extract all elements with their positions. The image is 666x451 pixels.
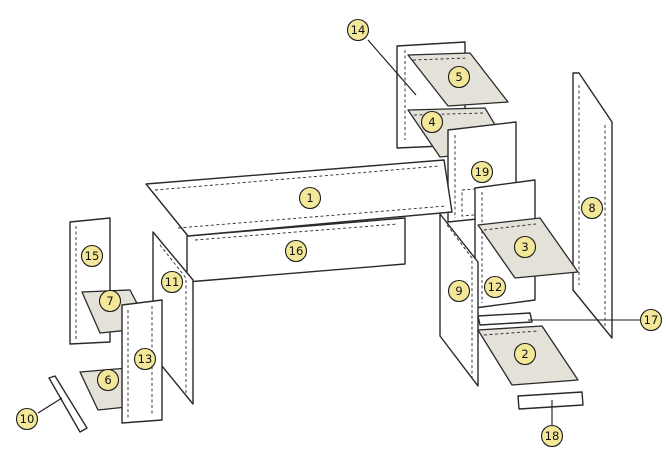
callout-label: 12: [488, 280, 503, 294]
callout-label: 14: [351, 23, 366, 37]
callout-part-8: 8: [580, 196, 604, 220]
callout-label: 2: [521, 347, 528, 361]
callout-part-13: 13: [133, 347, 157, 371]
part-5-dash: [412, 57, 468, 61]
callout-part-2: 2: [513, 342, 537, 366]
callout-part-15: 15: [80, 244, 104, 268]
callout-part-1: 1: [298, 186, 322, 210]
part-17-panel: [477, 312, 533, 326]
callout-part-14: 14: [346, 18, 370, 42]
part-9-dash: [446, 224, 473, 378]
part-1-dash: [177, 205, 447, 229]
callout-part-12: 12: [483, 275, 507, 299]
callout-part-11: 11: [160, 270, 184, 294]
callout-part-4: 4: [420, 110, 444, 134]
callout-part-18: 18: [540, 424, 564, 448]
callout-part-17: 17: [639, 308, 663, 332]
callout-part-10: 10: [15, 407, 39, 431]
callout-label: 19: [475, 165, 490, 179]
callout-label: 7: [106, 294, 113, 308]
callout-label: 13: [138, 352, 153, 366]
part-16-dash: [194, 223, 399, 241]
callout-label: 17: [644, 313, 659, 327]
callout-label: 4: [428, 115, 435, 129]
part-1-dash-2: [154, 165, 441, 191]
callout-label: 5: [455, 70, 462, 84]
callout-label: 1: [306, 191, 313, 205]
callout-label: 18: [545, 429, 560, 443]
callout-part-16: 16: [284, 239, 308, 263]
callout-part-7: 7: [98, 289, 122, 313]
callout-label: 15: [85, 249, 100, 263]
right-unit: [439, 72, 613, 410]
callout-part-6: 6: [96, 368, 120, 392]
leader-14: [367, 39, 417, 96]
left-unit: [48, 217, 194, 433]
callout-part-5: 5: [447, 65, 471, 89]
callout-label: 16: [289, 244, 304, 258]
callout-label: 9: [455, 284, 462, 298]
callout-label: 11: [165, 275, 180, 289]
part-2-dash: [483, 330, 539, 336]
callout-part-19: 19: [470, 160, 494, 184]
callout-part-3: 3: [513, 235, 537, 259]
callout-label: 10: [20, 412, 35, 426]
callout-label: 6: [104, 373, 111, 387]
leader-lines: [37, 39, 640, 425]
callout-label: 3: [521, 240, 528, 254]
part-18-panel: [517, 391, 584, 410]
callout-part-9: 9: [447, 279, 471, 303]
part-10-panel: [48, 375, 88, 433]
callout-label: 8: [588, 201, 595, 215]
leader-10: [37, 397, 63, 414]
desk-assembly: [145, 159, 453, 283]
